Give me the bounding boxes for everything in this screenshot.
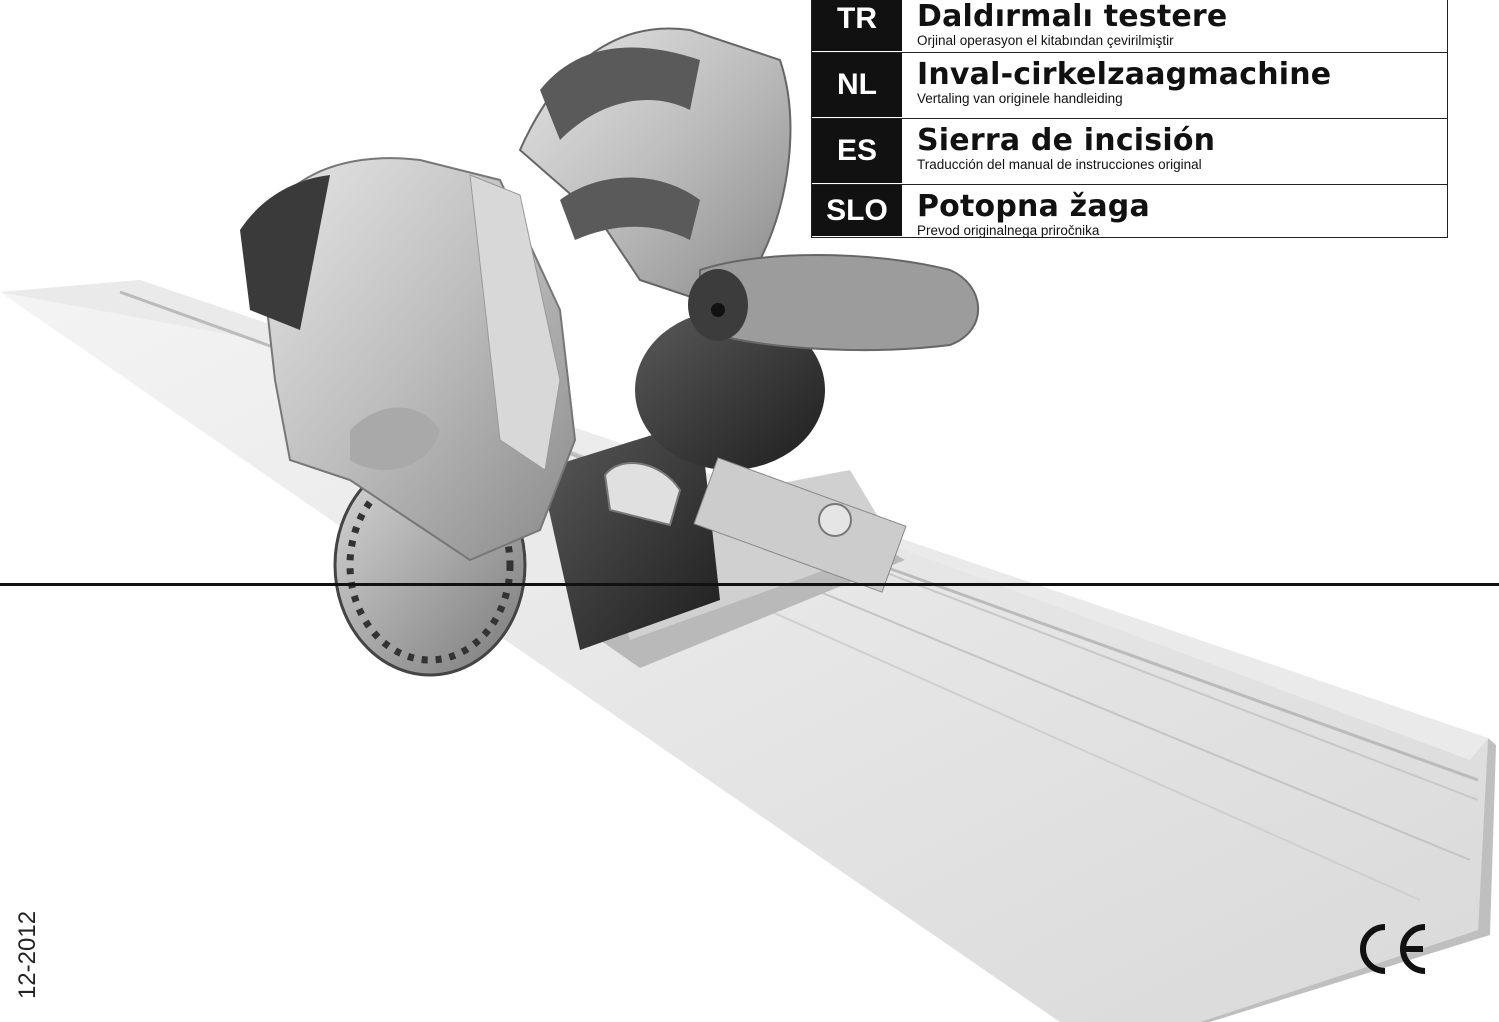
- translation-note: Prevod originalnega priročnika: [917, 223, 1100, 238]
- language-code: TR: [812, 0, 902, 52]
- language-row-slo: SLO Potopna žaga Prevod originalnega pri…: [812, 185, 1447, 239]
- language-code: ES: [812, 119, 902, 184]
- translation-note: Orjinal operasyon el kitabından çevirilm…: [917, 33, 1174, 48]
- product-title: Sierra de incisión: [917, 123, 1216, 158]
- product-title: Potopna žaga: [917, 189, 1150, 224]
- language-row-es: ES Sierra de incisión Traducción del man…: [812, 119, 1447, 185]
- language-row-nl: NL Inval-cirkelzaagmachine Vertaling van…: [812, 53, 1447, 119]
- product-title: Daldırmalı testere: [917, 0, 1228, 34]
- horizontal-divider: [0, 583, 1499, 586]
- date-code: 12-2012: [14, 910, 41, 1000]
- ce-mark-icon: [1360, 924, 1426, 974]
- language-title-table: TR Daldırmalı testere Orjinal operasyon …: [811, 0, 1448, 238]
- saw-motor-handle: [518, 27, 980, 470]
- language-text: Inval-cirkelzaagmachine Vertaling van or…: [902, 53, 1331, 118]
- language-text: Sierra de incisión Traducción del manual…: [902, 119, 1215, 184]
- translation-note: Vertaling van originele handleiding: [917, 91, 1123, 106]
- saw-adjustment-knobs: [603, 457, 907, 593]
- translation-note: Traducción del manual de instrucciones o…: [917, 157, 1202, 172]
- language-text: Daldırmalı testere Orjinal operasyon el …: [902, 0, 1227, 52]
- language-code: SLO: [812, 185, 902, 237]
- language-text: Potopna žaga Prevod originalnega priročn…: [902, 185, 1150, 239]
- saw-housing: [240, 157, 577, 562]
- language-row-tr: TR Daldırmalı testere Orjinal operasyon …: [812, 0, 1447, 53]
- language-code: NL: [812, 53, 902, 118]
- product-title: Inval-cirkelzaagmachine: [917, 57, 1332, 92]
